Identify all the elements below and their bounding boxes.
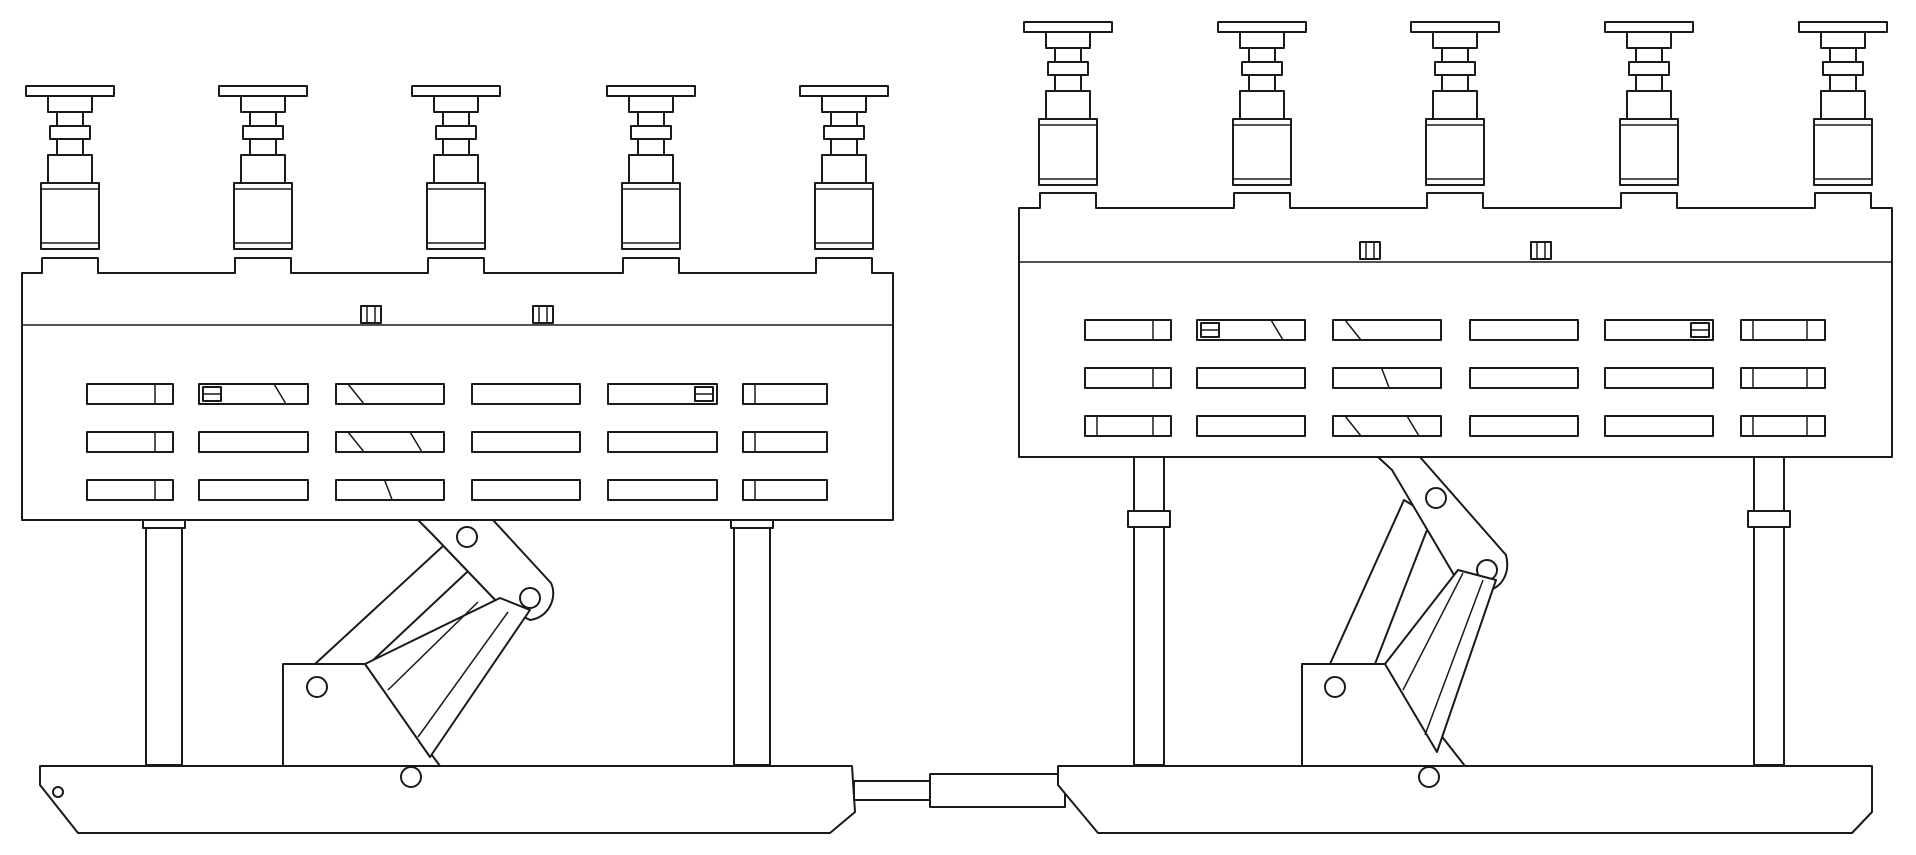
left-slot [86,479,174,501]
left-slot [471,383,581,405]
left-valve-5 [799,85,889,250]
left-slot [471,431,581,453]
right-slot [1332,415,1442,437]
right-slot [1084,415,1172,437]
left-slot [607,383,718,405]
left-slot [607,431,718,453]
right-slot-grid [1084,319,1826,437]
right-valve-1 [1023,21,1113,186]
right-valve-2 [1217,21,1307,186]
left-slot [607,479,718,501]
left-slot [198,431,309,453]
right-slot [1196,415,1306,437]
left-slot [742,479,828,501]
left-slot [742,431,828,453]
push-rod-connector [853,773,1081,808]
left-canopy-pin-b [532,305,554,324]
left-slot [742,383,828,405]
left-slot [335,479,445,501]
right-legs [1127,456,1791,766]
right-slot [1740,367,1826,389]
right-canopy [1018,192,1893,458]
left-slot [198,479,309,501]
left-linkage [282,519,555,788]
left-canopy [21,257,894,521]
left-slot [198,383,309,405]
right-slot [1604,367,1714,389]
left-valve-4 [606,85,696,250]
left-canopy-pin-a [360,305,382,324]
connector-rod [853,780,933,801]
right-valve-3 [1410,21,1500,186]
right-slot [1740,319,1826,341]
connector-cylinder [929,773,1066,808]
left-base-hole [52,786,64,798]
right-linkage [1301,456,1509,788]
right-canopy-pin-a [1359,241,1381,260]
left-slot [86,383,174,405]
left-support-unit [21,85,894,834]
right-slot [1332,319,1442,341]
right-valve-4 [1604,21,1694,186]
right-slot [1469,319,1579,341]
right-slot [1469,367,1579,389]
right-valve-row [1023,21,1888,186]
right-slot [1196,367,1306,389]
right-slot [1604,415,1714,437]
right-slot [1740,415,1826,437]
right-slot [1604,319,1714,341]
right-base [1057,765,1873,834]
left-base [39,765,856,834]
right-support-unit [1018,21,1893,834]
left-slot [86,431,174,453]
left-valve-row [25,85,889,250]
right-slot [1332,367,1442,389]
left-valve-2 [218,85,308,250]
left-slot [335,383,445,405]
left-slot [335,431,445,453]
right-slot [1469,415,1579,437]
left-slot [471,479,581,501]
right-canopy-pin-b [1530,241,1552,260]
left-slot-grid [86,383,828,501]
right-slot [1196,319,1306,341]
left-legs [142,519,774,766]
left-valve-1 [25,85,115,250]
left-valve-3 [411,85,501,250]
right-slot [1084,367,1172,389]
right-valve-5 [1798,21,1888,186]
right-slot [1084,319,1172,341]
